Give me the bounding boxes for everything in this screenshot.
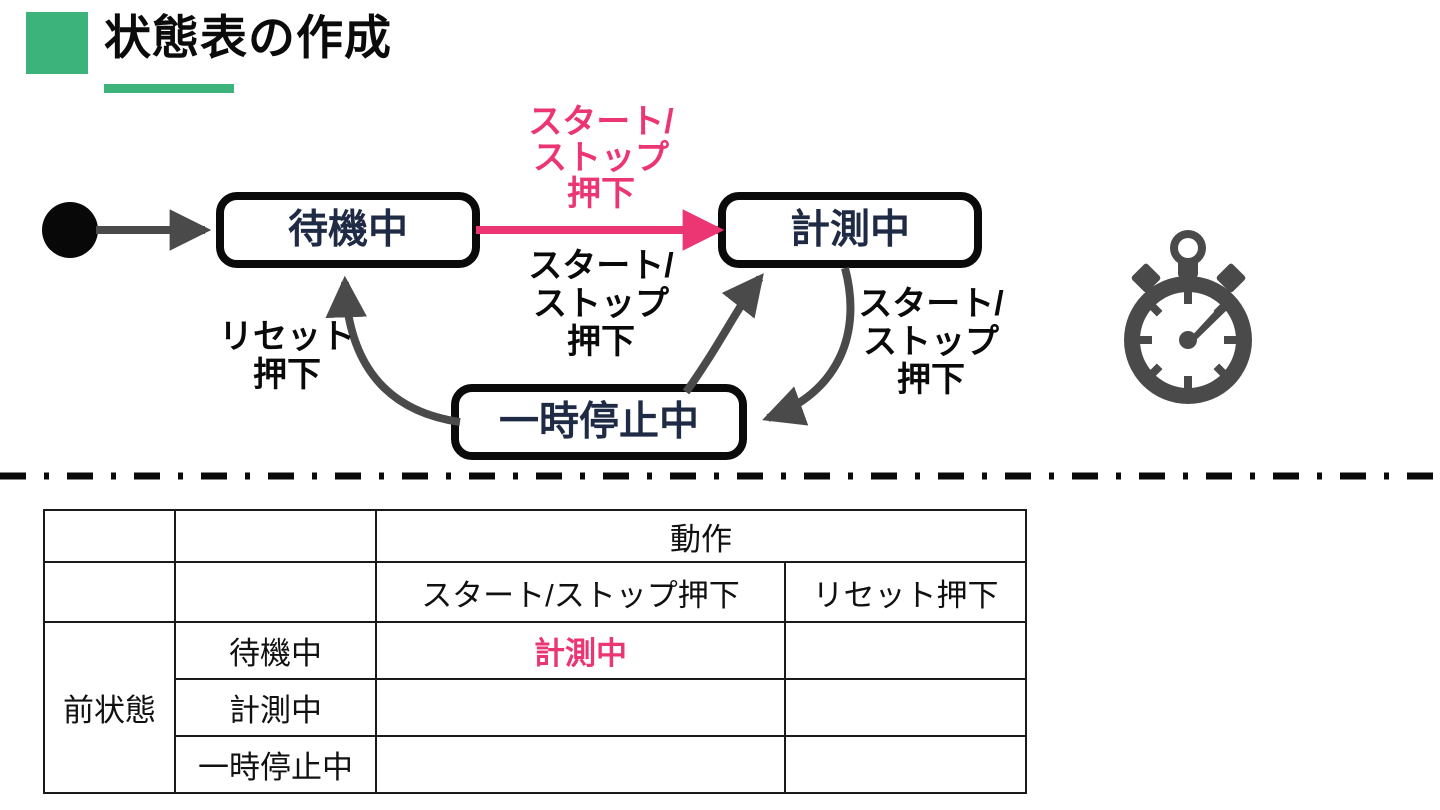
table-row: 前状態 待機中 計測中 xyxy=(43,621,1027,794)
table-corner-cell xyxy=(43,509,176,563)
table-header-action: 動作 xyxy=(375,509,1027,563)
stopwatch-icon xyxy=(1124,230,1252,404)
table-row-state-idle: 待機中 xyxy=(174,621,377,680)
table-header-prev-state: 前状態 xyxy=(43,621,176,794)
table-header-col-start-stop: スタート/ストップ押下 xyxy=(375,561,786,623)
table-cell-paused-start-stop[interactable] xyxy=(375,735,786,794)
state-transition-table: 動作 スタート/ストップ押下 リセット押下 前状態 待機中 計測中 計測中 一時… xyxy=(43,509,1027,794)
state-node-paused[interactable]: 一時停止中 xyxy=(451,384,747,460)
edge-measuring-to-paused xyxy=(762,266,855,426)
edge-paused-to-idle xyxy=(325,275,461,426)
edge-label-measuring-to-paused: スタート/ ストップ 押下 xyxy=(858,285,1004,399)
state-label-measuring: 計測中 xyxy=(790,208,910,252)
edge-label-line-2: ストップ xyxy=(533,139,669,177)
table-row: 一時停止中 xyxy=(44,735,1027,794)
table-cell-measuring-reset[interactable] xyxy=(784,678,1027,737)
table-corner-cell-3 xyxy=(43,561,176,623)
edge-label-line-1: スタート/ xyxy=(528,247,674,285)
state-node-idle[interactable]: 待機中 xyxy=(216,192,480,268)
edge-label-line-1: リセット xyxy=(219,318,355,356)
initial-state-dot xyxy=(42,202,98,258)
table-cell-measuring-start-stop[interactable] xyxy=(375,678,786,737)
edge-label-line-3: 押下 xyxy=(897,361,965,399)
table-cell-idle-reset[interactable] xyxy=(784,621,1027,680)
edge-label-line-2: ストップ xyxy=(533,285,669,323)
table-corner-cell-4 xyxy=(174,561,377,623)
table-header-row-action: 動作 xyxy=(43,509,1027,563)
edge-label-idle-to-measuring: スタート/ ストップ 押下 xyxy=(528,103,674,213)
state-machine-diagram: 待機中 計測中 一時停止中 スタート/ ストップ 押下 スタート/ スト xyxy=(0,100,1440,490)
table-row-state-paused: 一時停止中 xyxy=(174,735,377,794)
title-accent-square xyxy=(26,12,88,74)
edge-label-line-2: 押下 xyxy=(253,356,321,394)
edge-label-paused-to-measuring: スタート/ ストップ 押下 xyxy=(528,247,674,361)
table-cell-idle-start-stop[interactable]: 計測中 xyxy=(375,621,786,680)
state-node-measuring[interactable]: 計測中 xyxy=(718,192,982,268)
edge-label-line-1: スタート/ xyxy=(858,285,1004,323)
page-header: 状態表の作成 xyxy=(0,0,1440,110)
edge-label-line-3: 押下 xyxy=(567,323,635,361)
edge-label-line-1: スタート/ xyxy=(528,103,674,141)
table-header-row-columns: スタート/ストップ押下 リセット押下 xyxy=(43,561,1027,623)
state-transition-table-wrapper: 動作 スタート/ストップ押下 リセット押下 前状態 待機中 計測中 計測中 一時… xyxy=(43,509,1027,794)
state-label-paused: 一時停止中 xyxy=(499,400,699,444)
edge-label-line-2: ストップ xyxy=(863,323,999,361)
table-row-state-measuring: 計測中 xyxy=(174,678,377,737)
title-underline-bar xyxy=(104,84,234,93)
edge-label-paused-to-idle: リセット 押下 xyxy=(219,318,355,394)
table-row: 計測中 xyxy=(44,678,1027,737)
edge-paused-to-measuring xyxy=(682,273,764,395)
table-header-col-reset: リセット押下 xyxy=(784,561,1027,623)
table-cell-paused-reset[interactable] xyxy=(784,735,1027,794)
page-title: 状態表の作成 xyxy=(104,11,392,64)
table-corner-cell-2 xyxy=(174,509,377,563)
state-label-idle: 待機中 xyxy=(288,208,408,252)
section-divider xyxy=(0,468,1440,480)
edge-label-line-3: 押下 xyxy=(567,175,635,213)
